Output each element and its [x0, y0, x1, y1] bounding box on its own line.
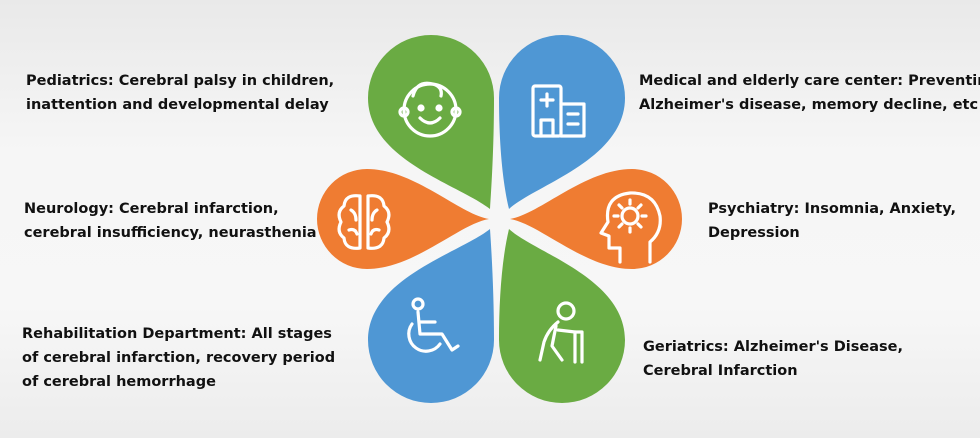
petal-neurology	[317, 169, 489, 269]
label-rehabilitation: Rehabilitation Department: All stages of…	[22, 326, 336, 390]
wheelchair-icon	[407, 297, 460, 353]
hospital-building-icon	[531, 84, 586, 138]
petal-geriatrics	[499, 229, 625, 403]
petal-pediatrics	[368, 35, 494, 209]
label-medical-elderly-care: Medical and elderly care center: Prevent…	[639, 73, 980, 113]
elderly-walker-icon	[538, 301, 584, 364]
petal-shape	[499, 229, 625, 403]
petal-shape	[368, 229, 494, 403]
baby-face-icon	[398, 81, 462, 138]
label-neurology: Neurology: Cerebral infarction, cerebral…	[24, 201, 317, 241]
head-virus-icon	[599, 191, 662, 264]
label-pediatrics: Pediatrics: Cerebral palsy in children, …	[26, 73, 335, 113]
petal-psychiatry	[510, 169, 682, 269]
label-psychiatry: Psychiatry: Insomnia, Anxiety, Depressio…	[708, 201, 957, 241]
brain-icon	[337, 194, 391, 250]
label-geriatrics: Geriatrics: Alzheimer's Disease, Cerebra…	[643, 339, 903, 379]
petal-rehabilitation	[368, 229, 494, 403]
petal-medical-elderly-care	[499, 35, 625, 209]
